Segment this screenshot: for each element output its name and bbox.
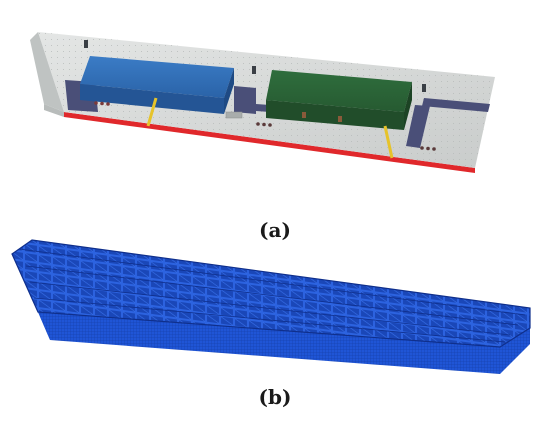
green-container-front [266, 100, 404, 130]
deck-bow-end [30, 32, 64, 112]
fitting-bow-post [84, 40, 88, 48]
green-post-1 [302, 112, 306, 118]
panel-b-fe-mesh [10, 232, 540, 380]
blue-container-side [224, 68, 234, 114]
fitting-stern-post [422, 84, 426, 92]
fittings-right [420, 146, 436, 151]
mesh-longitudinals [18, 248, 526, 343]
blue-container-top [80, 56, 234, 98]
rail-mid [234, 86, 256, 114]
green-container-side [404, 82, 412, 130]
fittings-center [256, 122, 272, 127]
caption-a: (a) [259, 218, 291, 242]
green-container-top [266, 70, 412, 112]
rail-right-vert [406, 105, 430, 148]
fittings-left [94, 101, 110, 106]
mesh-end-wall [500, 328, 530, 374]
ship-render-svg [30, 32, 495, 173]
crane-arm-left [146, 97, 158, 127]
mesh-top-outline [11, 239, 531, 348]
mesh-side-wall [38, 312, 500, 374]
hull-side [44, 104, 64, 117]
mesh-top-grillage [12, 240, 530, 347]
center-hatch [225, 111, 243, 119]
hull-stripe [64, 112, 475, 173]
crane-arm-right [383, 125, 394, 159]
fitting-mid-post [252, 66, 256, 74]
panel-a-ship-render [20, 20, 540, 215]
fe-mesh-svg [11, 239, 531, 374]
green-post-2 [338, 116, 342, 122]
caption-b: (b) [258, 385, 292, 409]
blue-container-front [80, 84, 224, 114]
rail-right-horz [422, 98, 490, 112]
